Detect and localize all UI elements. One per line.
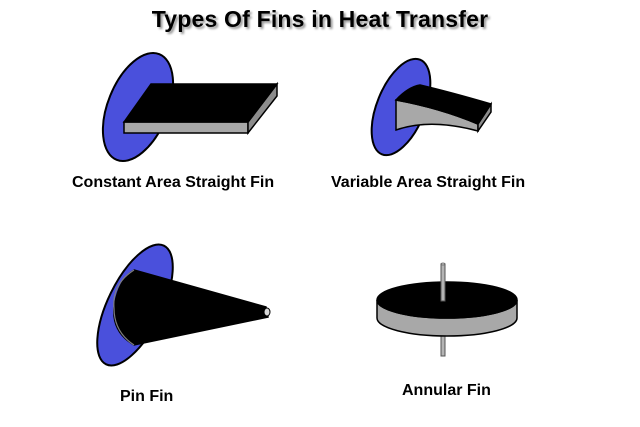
- pin-fin: [96, 243, 271, 367]
- fin-tip: [263, 307, 271, 317]
- fin-cone-body: [113, 269, 269, 346]
- fin-front-face: [123, 121, 249, 134]
- fin-disc-top: [376, 281, 518, 319]
- constant-area-straight-fin-label: Constant Area Straight Fin: [72, 174, 275, 191]
- fin-cone-rim: [113, 269, 135, 346]
- diagram-title: Types Of Fins in Heat Transfer: [151, 6, 489, 32]
- annular-fin-label: Annular Fin: [402, 382, 491, 399]
- tube-upper: [440, 263, 446, 302]
- variable-area-straight-fin-label: Variable Area Straight Fin: [331, 174, 526, 191]
- tube-top-cap: [440, 262, 446, 266]
- annular-fin: [376, 262, 518, 357]
- constant-area-straight-fin: [101, 51, 279, 163]
- fin-top-face: [394, 84, 493, 125]
- pin-fin-label: Pin Fin: [120, 388, 174, 405]
- fin-top-face: [122, 83, 279, 123]
- variable-area-straight-fin: [370, 57, 493, 157]
